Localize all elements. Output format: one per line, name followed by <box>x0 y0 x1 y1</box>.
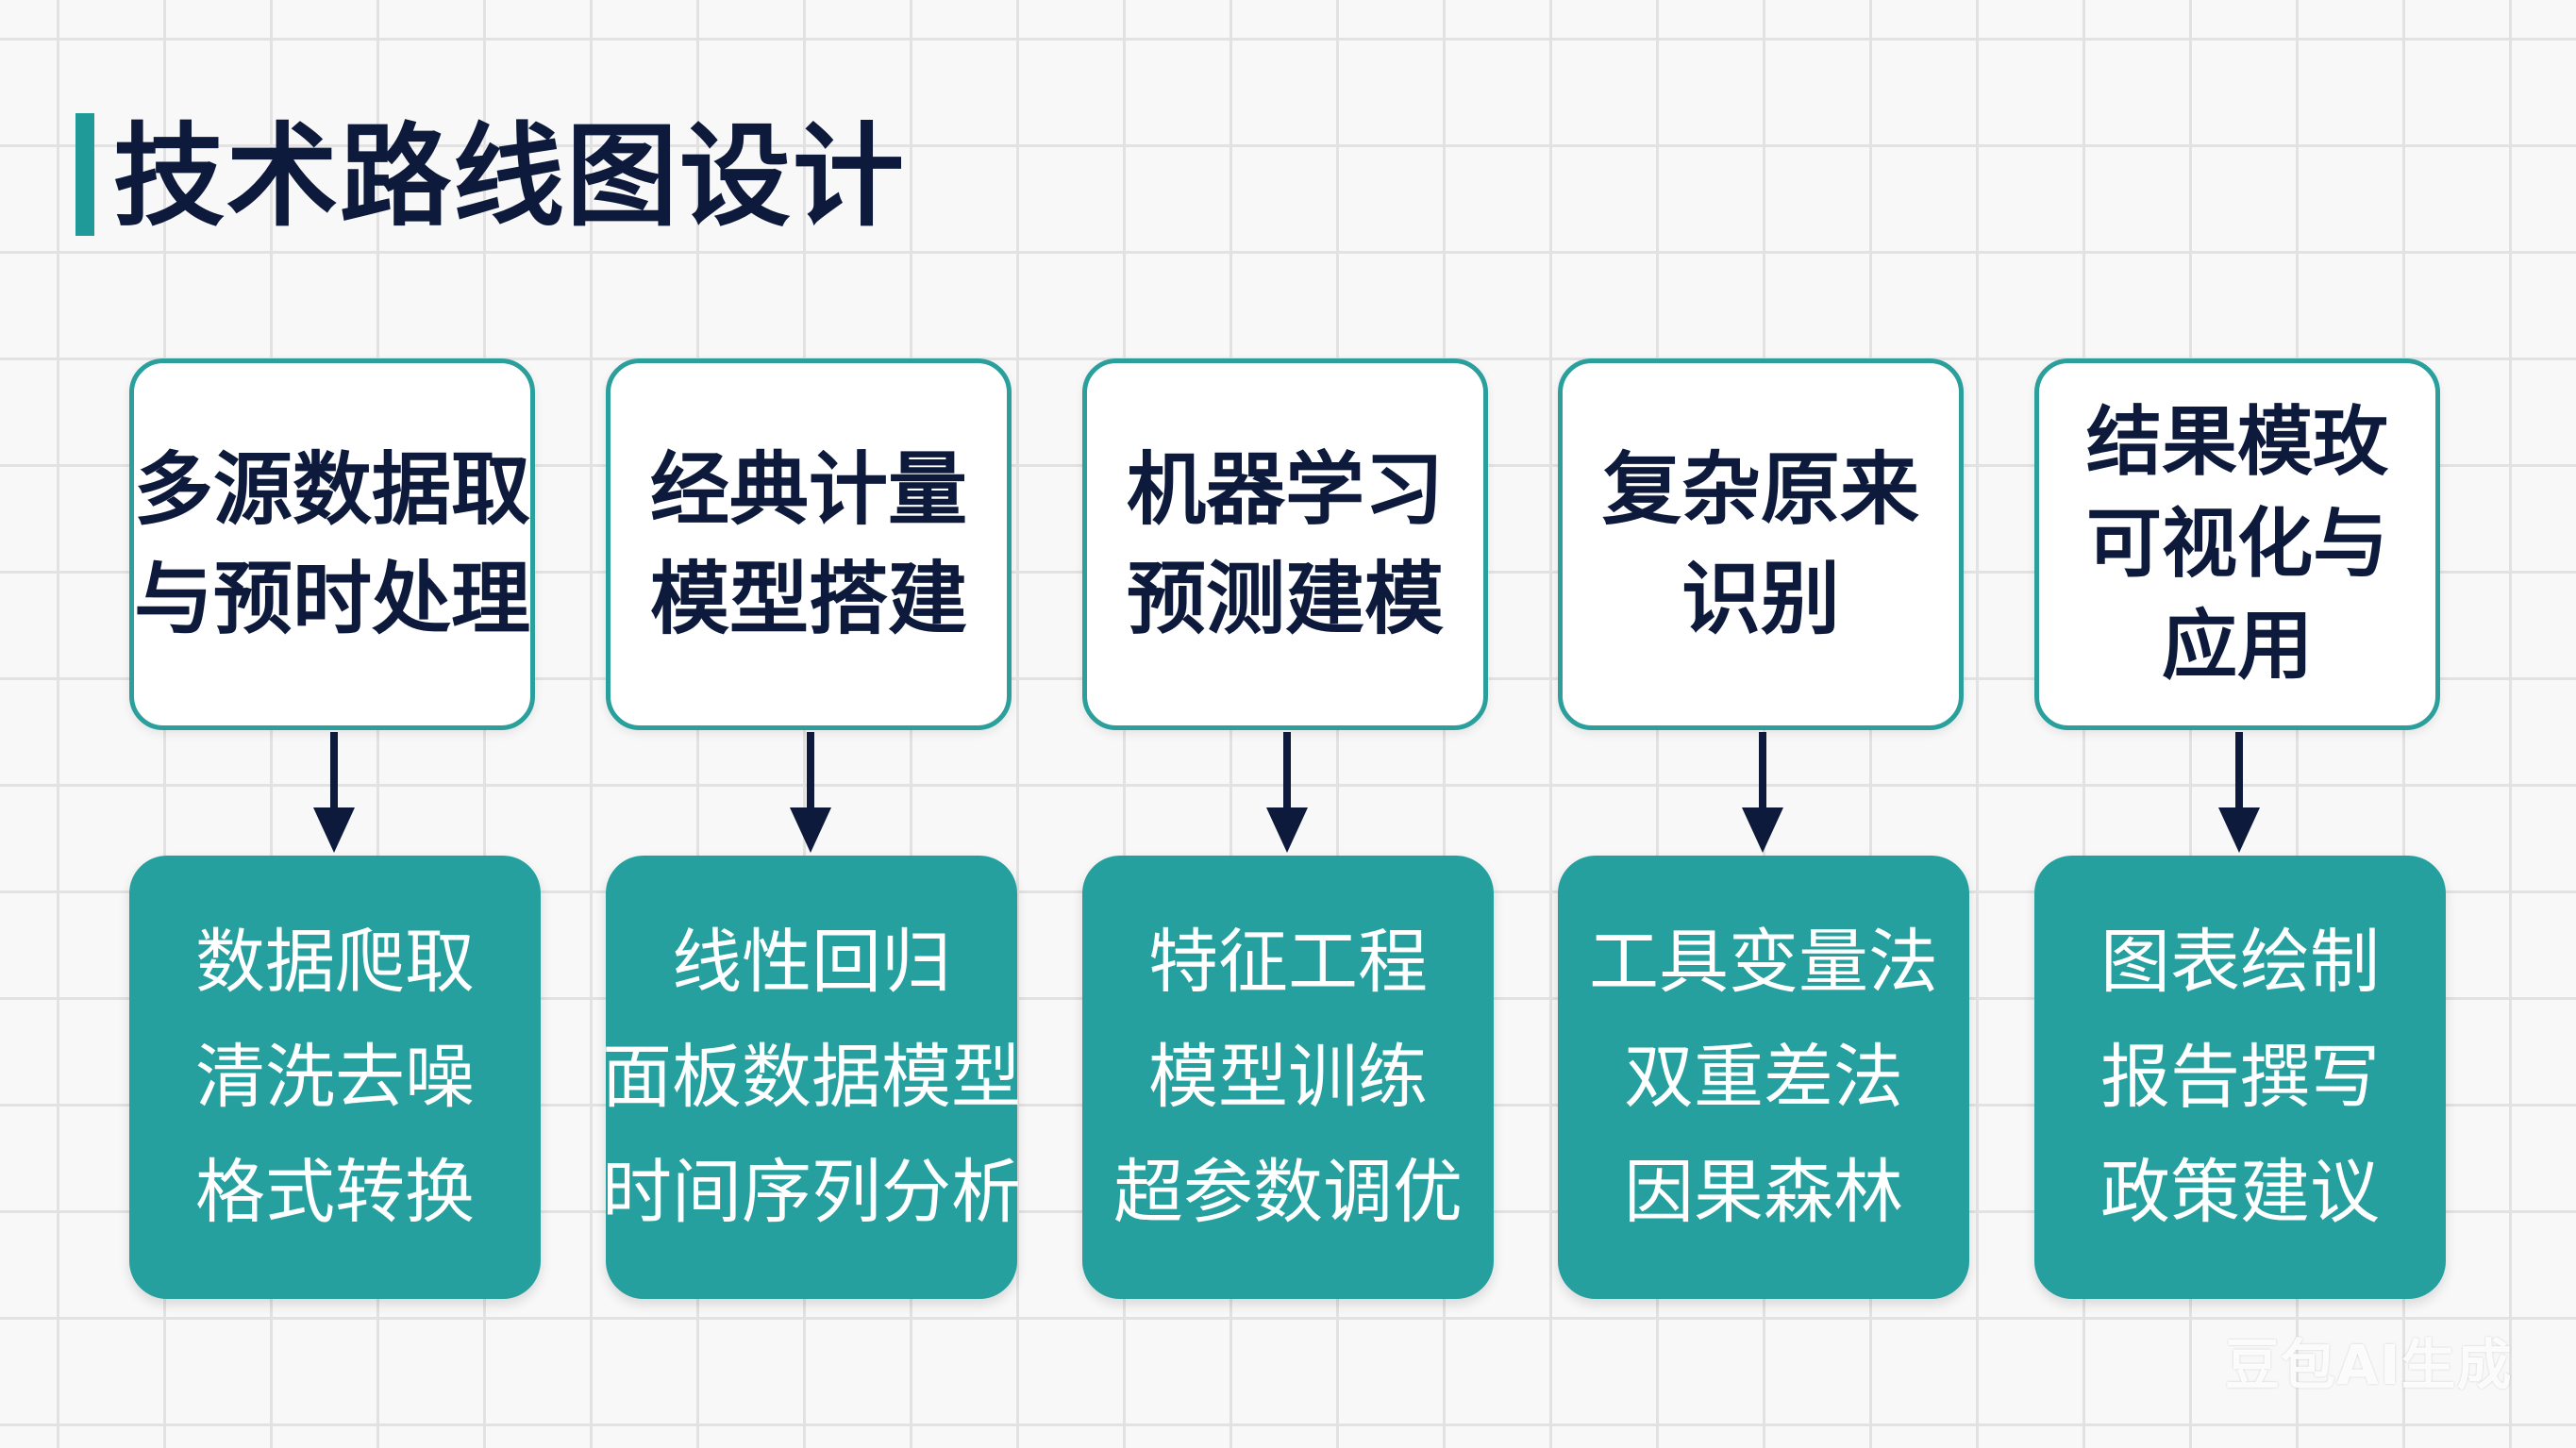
stage-title-4: 复杂原来 识别 <box>1601 443 1919 645</box>
task-item: 工具变量法 <box>1589 922 1938 1003</box>
task-box-1: 数据爬取 清洗去噪 格式转换 <box>129 856 541 1299</box>
stage-title-5: 结果模玫 可视化与 应用 <box>2086 398 2388 690</box>
task-item: 超参数调优 <box>1113 1152 1463 1233</box>
stage-box-4: 复杂原来 识别 <box>1558 358 1964 730</box>
task-item: 面板数据模型 <box>602 1037 1021 1118</box>
task-item: 格式转换 <box>195 1152 475 1233</box>
task-box-2: 线性回归 面板数据模型 时间序列分析 <box>602 856 1021 1299</box>
task-box-5: 图表绘制 报告撰写 政策建议 <box>2034 856 2446 1299</box>
ai-generated-watermark: 豆包AI生成 <box>2225 1333 2513 1397</box>
title-accent-bar <box>75 113 94 236</box>
task-item: 模型训练 <box>1148 1037 1428 1118</box>
task-item: 数据爬取 <box>195 922 475 1003</box>
task-item: 特征工程 <box>1148 922 1428 1003</box>
task-item: 双重差法 <box>1624 1037 1903 1118</box>
stage-box-2: 经典计量 模型搭建 <box>606 358 1012 730</box>
stage-box-1: 多源数据取 与预时处理 <box>129 358 535 730</box>
stage-title-1: 多源数据取 与预时处理 <box>134 443 531 645</box>
stage-box-3: 机器学习 预测建模 <box>1082 358 1488 730</box>
down-arrow-icon <box>790 732 831 853</box>
down-arrow-icon <box>1266 732 1308 853</box>
task-item: 政策建议 <box>2100 1152 2380 1233</box>
stage-title-3: 机器学习 预测建模 <box>1126 443 1444 645</box>
task-item: 报告撰写 <box>2100 1037 2380 1118</box>
task-item: 清洗去噪 <box>195 1037 475 1118</box>
stage-title-2: 经典计量 模型搭建 <box>649 443 967 645</box>
task-item: 线性回归 <box>672 922 951 1003</box>
page-title: 技术路线图设计 <box>113 111 907 241</box>
stage-box-5: 结果模玫 可视化与 应用 <box>2034 358 2440 730</box>
down-arrow-icon <box>2218 732 2260 853</box>
task-box-4: 工具变量法 双重差法 因果森林 <box>1558 856 1969 1299</box>
down-arrow-icon <box>313 732 355 853</box>
down-arrow-icon <box>1742 732 1783 853</box>
task-box-3: 特征工程 模型训练 超参数调优 <box>1082 856 1494 1299</box>
task-item: 时间序列分析 <box>602 1152 1021 1233</box>
task-item: 图表绘制 <box>2100 922 2380 1003</box>
task-item: 因果森林 <box>1624 1152 1903 1233</box>
